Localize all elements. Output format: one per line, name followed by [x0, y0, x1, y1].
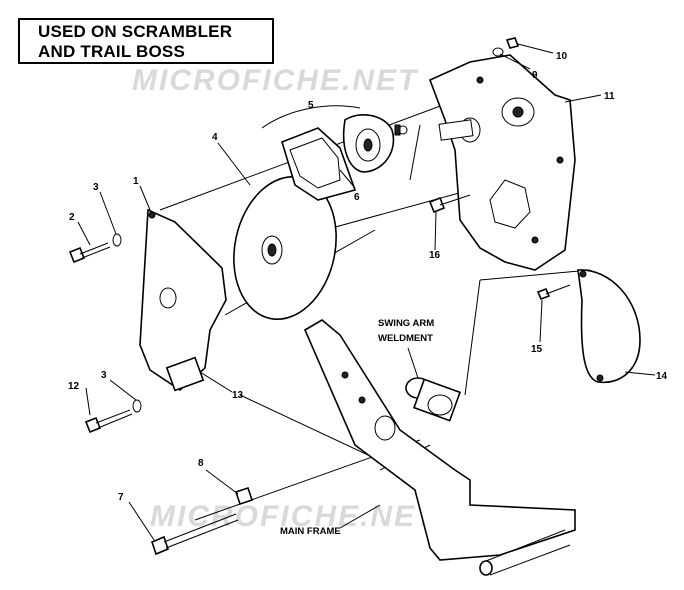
title-line-1: USED ON SCRAMBLER [38, 22, 233, 41]
callout-14: 14 [656, 371, 668, 382]
callout-15: 15 [531, 344, 543, 355]
callout-10: 10 [556, 51, 568, 62]
watermark-bottom: MICROFICHE.NET [150, 500, 437, 533]
part-15-bolt [536, 284, 571, 301]
part-7-bolt [151, 513, 239, 556]
part-4-sheave [233, 176, 337, 320]
part-12-bolt [84, 409, 133, 434]
watermark-top: MICROFICHE.NET [132, 64, 419, 97]
part-11-chaincase [428, 54, 576, 271]
callout-13: 13 [232, 390, 244, 401]
callout-9: 9 [532, 70, 538, 81]
callout-leaders [77, 43, 656, 541]
title-line-2: AND TRAIL BOSS [38, 42, 185, 61]
bracket-5 [261, 105, 361, 129]
note-swing-arm-line-2: WELDMENT [378, 333, 433, 344]
callout-2: 2 [69, 212, 75, 223]
callout-8: 8 [198, 458, 204, 469]
swing-arm-weldment [405, 377, 462, 422]
note-swing-arm-line-1: SWING ARM [378, 318, 434, 329]
callout-3-lower: 3 [101, 370, 107, 381]
callout-7: 7 [118, 492, 124, 503]
callout-1: 1 [133, 176, 139, 187]
callout-11: 11 [604, 91, 615, 102]
callout-12: 12 [68, 381, 80, 392]
callout-3-upper: 3 [93, 182, 99, 193]
part-3-washer-upper [112, 233, 122, 247]
part-8-nut [234, 486, 254, 506]
main-frame [303, 319, 576, 576]
callout-4: 4 [212, 132, 218, 143]
part-16-bolt [428, 194, 471, 214]
callout-16: 16 [429, 250, 441, 261]
part-13-spacer [165, 356, 205, 392]
part-10-nut [505, 37, 520, 49]
part-14-cover [577, 269, 641, 384]
callout-6: 6 [354, 192, 360, 203]
callouts: 1 2 3 3 4 5 6 7 8 9 10 11 12 13 14 15 16 [68, 51, 668, 503]
part-3-washer-lower [132, 399, 142, 413]
part-5-clutch-assembly [281, 114, 408, 201]
part-2-bolt [68, 242, 111, 264]
callout-5: 5 [308, 100, 314, 111]
title-box: USED ON SCRAMBLER AND TRAIL BOSS [18, 18, 274, 64]
part-1-plate [139, 208, 227, 392]
note-main-frame: MAIN FRAME [280, 526, 341, 537]
